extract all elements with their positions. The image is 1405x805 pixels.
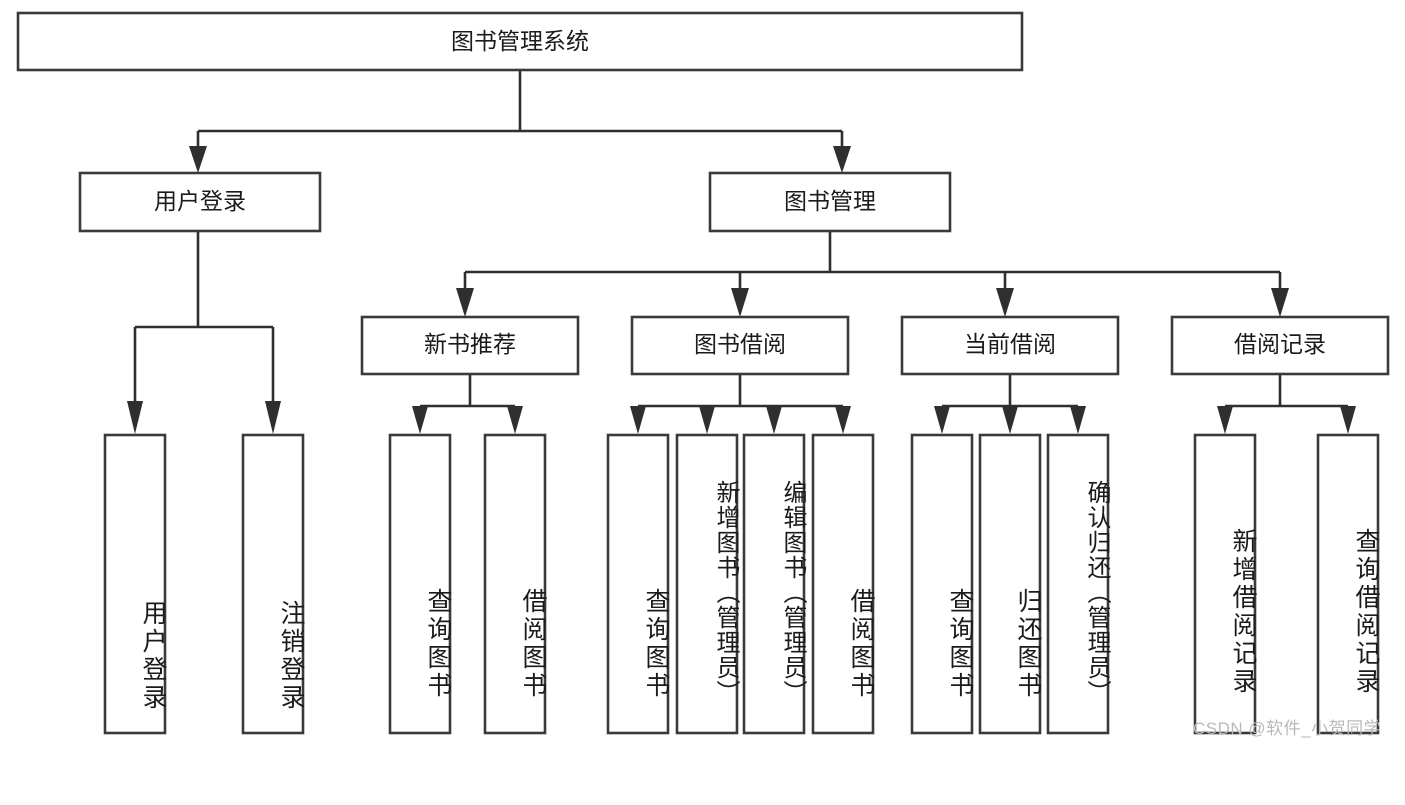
arrow-head-new-book [456,288,474,317]
node-book-management-box[interactable] [708,171,952,233]
leaf-box-edit-book-admin[interactable] [742,433,806,735]
node-root-label: 图书管理系统 [451,28,589,54]
arrow-head-leaf-6 [766,406,782,434]
arrow-head-user-login [189,146,207,173]
node-book-borrow-box[interactable] [630,315,850,376]
arrow-head-leaf-11 [1217,406,1233,434]
leaf-boxes [103,433,1380,735]
arrow-head-leaf-10 [1070,406,1086,434]
connector-root-to-level1 [189,70,851,173]
arrow-head-leaf-8 [934,406,950,434]
node-book-borrow-label: 图书借阅 [694,331,786,357]
arrow-head-borrow-record [1271,288,1289,317]
node-root-box[interactable] [16,11,1024,72]
node-borrow-record[interactable]: 借阅记录 [1170,315,1390,376]
leaf-box-query-book-3[interactable] [910,433,974,735]
connector-book-mgmt-to-level2 [456,231,1289,317]
leaf-box-return-book[interactable] [978,433,1042,735]
arrow-head-leaf-1 [265,401,281,434]
node-book-borrow[interactable]: 图书借阅 [630,315,850,376]
arrow-head-leaf-3 [507,406,523,434]
leaf-box-confirm-return-admin[interactable] [1046,433,1110,735]
node-borrow-record-box[interactable] [1170,315,1390,376]
leaf-box-query-book-2[interactable] [606,433,670,735]
node-book-management-label: 图书管理 [784,188,876,214]
arrow-head-leaf-2 [412,406,428,434]
node-current-borrow-box[interactable] [900,315,1120,376]
csdn-watermark: CSDN @软件_小贺同学 [1193,719,1382,738]
node-current-borrow-label: 当前借阅 [964,331,1056,357]
leaf-box-logout[interactable] [241,433,305,735]
leaf-box-user-login[interactable] [103,433,167,735]
connector-new-book-to-leaves [412,374,523,434]
arrow-head-leaf-5 [699,406,715,434]
leaf-box-query-book-1[interactable] [388,433,452,735]
arrow-head-leaf-4 [630,406,646,434]
node-user-login-label: 用户登录 [154,188,246,214]
leaf-box-add-book-admin[interactable] [675,433,739,735]
node-new-book-recommend-label: 新书推荐 [424,331,516,357]
node-current-borrow[interactable]: 当前借阅 [900,315,1120,376]
leaf-box-query-borrow-record[interactable] [1316,433,1380,735]
leaf-box-borrow-book-1[interactable] [483,433,547,735]
arrow-head-book-mgmt [833,146,851,173]
node-borrow-record-label: 借阅记录 [1234,331,1326,357]
node-root[interactable]: 图书管理系统 [16,11,1024,72]
node-user-login-box[interactable] [78,171,322,233]
connector-book-borrow-to-leaves [630,374,851,434]
node-new-book-recommend-box[interactable] [360,315,580,376]
arrow-head-current-borrow [996,288,1014,317]
connector-user-login-to-leaves [127,231,281,434]
arrow-head-leaf-9 [1002,406,1018,434]
leaf-box-add-borrow-record[interactable] [1193,433,1257,735]
flowchart-svg: 图书管理系统 用户登录 图书管理 新书推荐 图书借阅 当前借阅 借阅记录 [16,11,1390,735]
connector-borrow-record-to-leaves [1217,374,1356,434]
node-new-book-recommend[interactable]: 新书推荐 [360,315,580,376]
arrow-head-book-borrow [731,288,749,317]
node-user-login[interactable]: 用户登录 [78,171,322,233]
arrow-head-leaf-12 [1340,406,1356,434]
flowchart-canvas: 图书管理系统 用户登录 图书管理 新书推荐 图书借阅 当前借阅 借阅记录 [16,11,1390,738]
connector-current-borrow-to-leaves [934,374,1086,434]
node-book-management[interactable]: 图书管理 [708,171,952,233]
leaf-box-borrow-book-2[interactable] [811,433,875,735]
arrow-head-leaf-7 [835,406,851,434]
arrow-head-leaf-0 [127,401,143,434]
